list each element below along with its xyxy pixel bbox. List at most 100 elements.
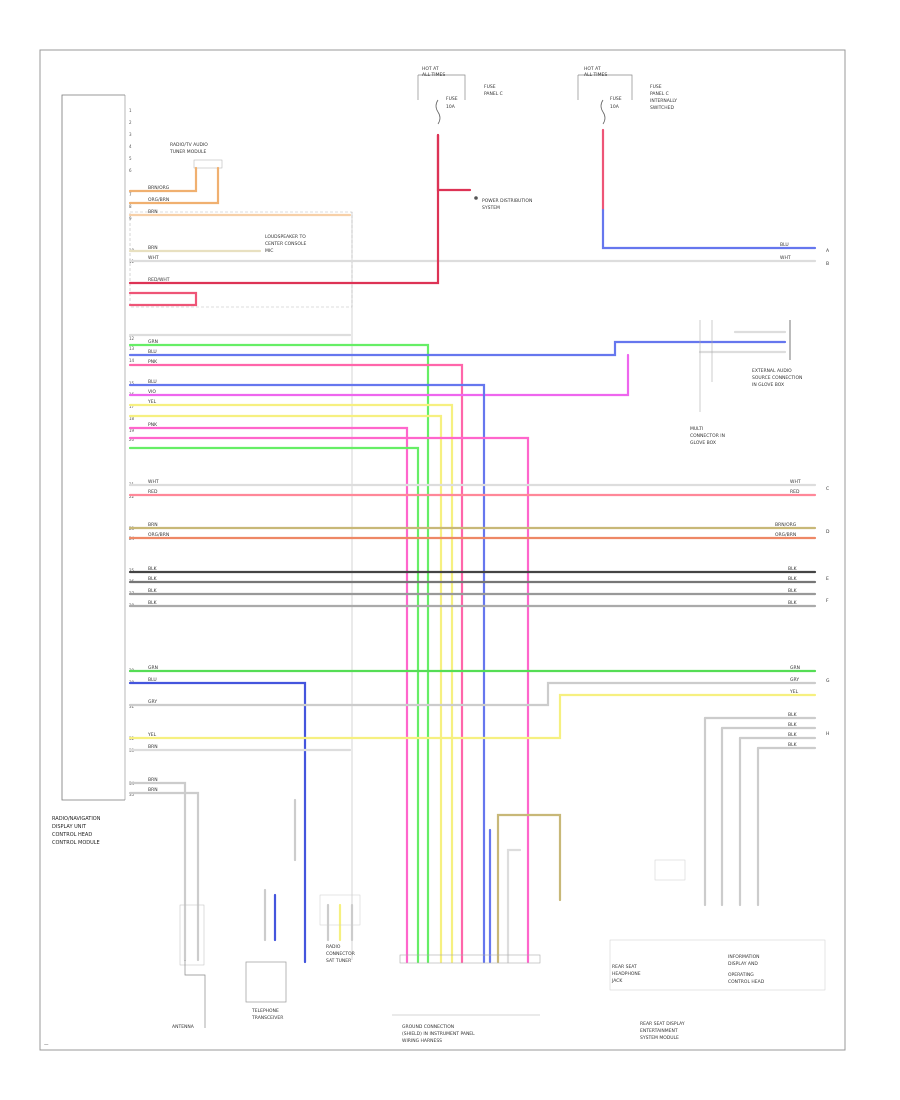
wire-label-7: GRN: [148, 339, 158, 345]
wire-labels-right: BLU WHT WHT RED BRN/ORG ORG/BRN BLK BLK …: [775, 242, 801, 748]
svg-text:5: 5: [129, 156, 132, 161]
fuse-left-label-1: HOT AT: [422, 66, 439, 72]
rear-jack-label-3: JACK: [611, 978, 623, 984]
wire-label-21: BLK: [148, 600, 158, 606]
svg-text:4: 4: [129, 144, 132, 149]
svg-text:8: 8: [129, 204, 132, 209]
wire-label-r4: RED: [790, 489, 800, 495]
telephone-label-2: TRANSCEIVER: [251, 1015, 283, 1021]
rear-note-2: DISPLAY AND: [728, 961, 758, 967]
side-marker-g: G: [826, 678, 830, 684]
wire-label-r11: GRN: [790, 665, 800, 671]
rear-jack-label-2: HEADPHONE: [612, 971, 641, 977]
svg-text:17: 17: [129, 404, 135, 409]
wire-label-12: YEL: [147, 399, 157, 405]
svg-text:6: 6: [129, 168, 132, 173]
wire-label-r16: BLK: [788, 732, 798, 738]
wire-label-4: BRN: [148, 245, 158, 251]
wire-label-r3: WHT: [790, 479, 801, 485]
bottom-connectors: [179, 859, 826, 1003]
ground-center-label-1: LOUDSPEAKER TO: [265, 234, 306, 240]
multi-conn-label-1: MULTI: [690, 426, 703, 432]
side-marker-a: A: [826, 248, 830, 254]
wire-label-26: BRN: [148, 744, 158, 750]
wire-label-28: BRN: [148, 787, 158, 793]
side-marker-e: E: [826, 576, 829, 582]
wire-label-22: GRN: [148, 665, 158, 671]
power-distribution-label-2: SYSTEM: [482, 205, 500, 211]
page-border: [39, 49, 846, 1051]
wire-label-24: GRY: [148, 699, 157, 705]
radio-tuner-label-2: TUNER MODULE: [169, 149, 206, 155]
power-distribution-label-1: POWER DISTRIBUTION: [482, 198, 532, 204]
wire-label-r15: BLK: [788, 722, 798, 728]
svg-text:2: 2: [129, 120, 132, 125]
wire-label-18: BLK: [148, 566, 158, 572]
multi-conn-label-3: GLOVE BOX: [690, 440, 716, 446]
wire-label-r7: BLK: [788, 566, 798, 572]
svg-text:9: 9: [129, 216, 132, 221]
external-audio-label-1: EXTERNAL AUDIO: [752, 368, 792, 374]
wire-label-r13: YEL: [789, 689, 799, 695]
svg-text:20: 20: [129, 437, 135, 442]
wire-label-r6: ORG/BRN: [775, 532, 796, 538]
wire-label-r12: GRY: [790, 677, 799, 683]
svg-text:15: 15: [129, 381, 135, 386]
radio-conn-label-1: RADIO: [326, 944, 341, 950]
wire-label-6: RED/WHT: [148, 277, 170, 283]
wire-label-19: BLK: [148, 576, 158, 582]
fuse-right-label-7: INTERNALLY: [650, 98, 677, 104]
fuse-right-label-2: ALL TIMES: [584, 72, 607, 78]
wire-label-r1: BLU: [780, 242, 789, 248]
svg-text:35: 35: [129, 792, 135, 797]
svg-text:7: 7: [129, 192, 132, 197]
wire-label-r9: BLK: [788, 588, 798, 594]
wire-label-1: BRN/ORG: [148, 185, 170, 191]
fuse-right-label-8: SWITCHED: [650, 105, 674, 111]
ground-center-label-2: CENTER CONSOLE: [265, 241, 306, 247]
external-audio-label-2: SOURCE CONNECTION: [752, 375, 802, 381]
radio-module-label-3: CONTROL HEAD: [52, 832, 92, 838]
radio-tuner-label-1: RADIO/TV AUDIO: [170, 142, 208, 148]
fuse-left: HOT AT ALL TIMES FUSE 10A FUSE PANEL C: [417, 66, 503, 125]
wire-label-r5: BRN/ORG: [775, 522, 797, 528]
wire-label-14: WHT: [148, 479, 159, 485]
telephone-label-1: TELEPHONE: [251, 1008, 279, 1014]
bottom-center-label-3: WIRING HARNESS: [402, 1038, 442, 1044]
radio-module: RADIO/NAVIGATION DISPLAY UNIT CONTROL HE…: [52, 94, 126, 846]
wire-label-16: BRN: [148, 522, 158, 528]
wire-label-9: PNK: [148, 359, 158, 365]
fuse-right-label-5: FUSE: [650, 84, 662, 90]
side-marker-b: B: [826, 261, 829, 267]
side-markers: A B C D E F G H: [826, 248, 830, 737]
rear-note-3: OPERATING: [728, 972, 754, 978]
side-marker-f: F: [826, 598, 829, 604]
ground-center-label-3: MIC: [265, 248, 273, 254]
wire-label-15: RED: [148, 489, 158, 495]
side-marker-h: H: [826, 731, 829, 737]
fuse-left-label-4: 10A: [446, 104, 456, 110]
rear-display-label-3: SYSTEM MODULE: [640, 1035, 679, 1041]
svg-text:31: 31: [129, 704, 135, 709]
wire-label-r14: BLK: [788, 712, 798, 718]
wire-label-r2: WHT: [780, 255, 791, 261]
radio-conn-label-2: CONNECTOR: [326, 951, 355, 957]
wire-label-20: BLK: [148, 588, 158, 594]
fuse-left-label-5: FUSE: [484, 84, 496, 90]
rear-note-4: CONTROL HEAD: [728, 979, 765, 985]
radio-module-label-2: DISPLAY UNIT: [52, 824, 87, 830]
fuse-left-label-6: PANEL C: [484, 91, 503, 97]
fuse-left-label-3: FUSE: [446, 96, 458, 102]
svg-text:18: 18: [129, 416, 135, 421]
rear-jack-label-1: REAR SEAT: [612, 964, 637, 970]
wire-label-25: YEL: [147, 732, 157, 738]
page-number: —: [44, 1043, 49, 1048]
wire-label-3: BRN: [148, 209, 158, 215]
wire-label-2: ORG/BRN: [148, 197, 169, 203]
svg-text:13: 13: [129, 346, 135, 351]
wire-label-r10: BLK: [788, 600, 798, 606]
fuse-right-label-1: HOT AT: [584, 66, 601, 72]
bottom-center-label-2: (SHIELD) IN INSTRUMENT PANEL: [402, 1031, 475, 1037]
